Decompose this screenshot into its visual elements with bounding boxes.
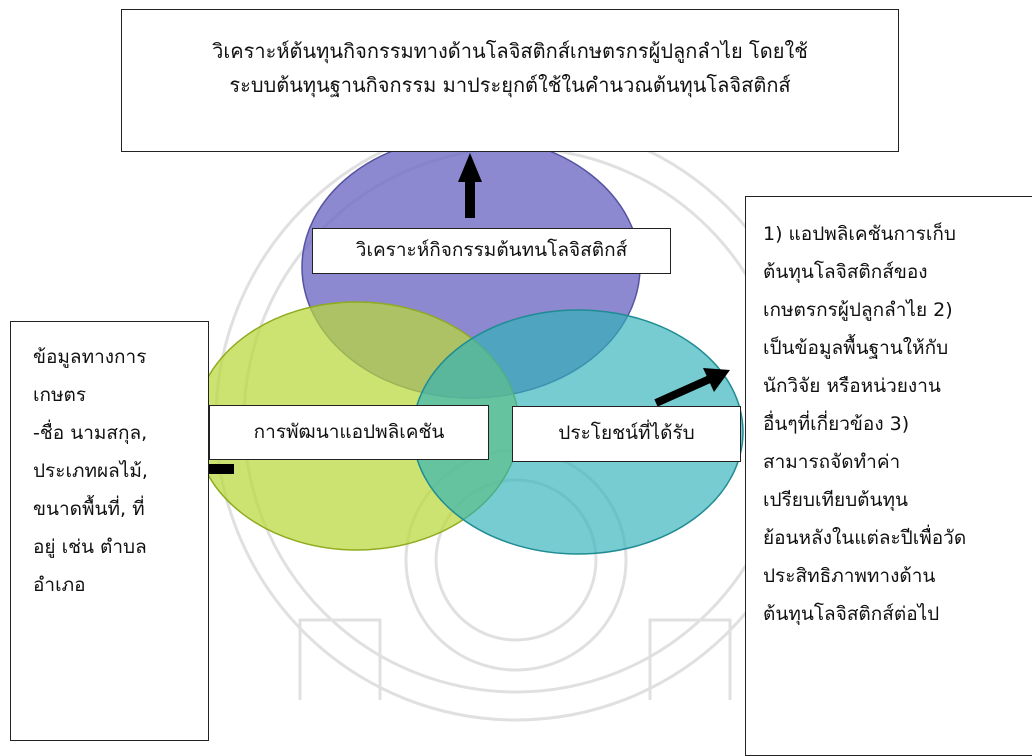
benefits-line: อื่นๆที่เกี่ยวข้อง 3): [763, 413, 910, 435]
input-data-line: ขนาดพื้นที่, ที่: [33, 498, 145, 520]
input-data-line: -ชื่อ นามสกุล,: [33, 422, 148, 444]
benefits-line: ต้นทุนโลจิสติกส์ต่อไป: [763, 603, 940, 625]
arrow-up-icon: [458, 153, 482, 218]
input-data-line: ข้อมูลทางการ: [33, 346, 147, 368]
benefits-line: ต้นทุนโลจิสติกส์ของ: [763, 261, 928, 283]
analyze-label: วิเคราะห์กิจกรรมต้นทนโลจิสติกส์: [312, 228, 671, 274]
top-summary-line-2: ระบบต้นทุนฐานกิจกรรม มาประยุกต์ใช้ในคำนว…: [229, 73, 791, 97]
benefits-line: 1) แอปพลิเคชันการเก็บ: [763, 223, 956, 245]
benefits-line: เป็นข้อมูลพื้นฐานให้กับ: [763, 337, 949, 359]
arrow-diagonal-icon: [654, 368, 730, 407]
input-data-line: อยู่ เช่น ตำบล: [33, 536, 147, 558]
benefit-label: ประโยชน์ที่ได้รับ: [512, 406, 741, 462]
benefits-line: ประสิทธิภาพทางด้าน: [763, 565, 936, 587]
benefits-line: ย้อนหลังในแต่ละปีเพื่อวัด: [763, 527, 967, 549]
benefits-line: นักวิจัย หรือหน่วยงาน: [763, 375, 941, 397]
input-data-line: เกษตร: [33, 384, 87, 406]
input-data-line: อำเภอ: [33, 574, 86, 596]
input-data-line: ประเภทผลไม้,: [33, 460, 148, 482]
benefits-line: สามารถจัดทำค่า: [763, 451, 901, 473]
develop-label: การพัฒนาแอปพลิเคชัน: [209, 405, 489, 460]
benefits-box: 1) แอปพลิเคชันการเก็บ ต้นทุนโลจิสติกส์ขอ…: [745, 196, 1032, 756]
benefits-line: เปรียบเทียบต้นทุน: [763, 489, 909, 511]
input-data-box: ข้อมูลทางการ เกษตร -ชื่อ นามสกุล, ประเภท…: [10, 321, 209, 741]
top-summary-box: วิเคราะห์ต้นทุนกิจกรรมทางด้านโลจิสติกส์เ…: [121, 9, 899, 152]
top-summary-line-1: วิเคราะห์ต้นทุนกิจกรรมทางด้านโลจิสติกส์เ…: [212, 39, 808, 63]
benefits-line: เกษตรกรผู้ปลูกลำไย 2): [763, 299, 953, 321]
